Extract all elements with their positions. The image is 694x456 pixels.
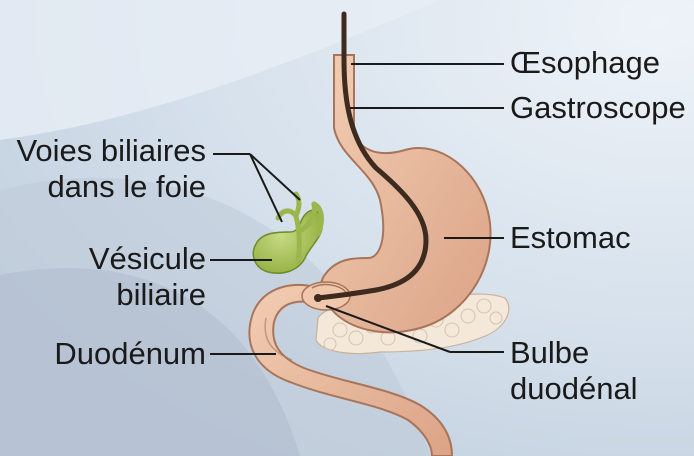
label-vesicule-line1: Vésicule (89, 242, 206, 276)
label-gastroscope: Gastroscope (510, 91, 686, 125)
label-vesicule-line2: biliaire (116, 278, 206, 312)
label-voies-biliaires-line2: dans le foie (47, 170, 206, 204)
label-bulbe-line2: duodénal (510, 372, 638, 406)
label-bulbe-line1: Bulbe (510, 336, 589, 370)
label-oesophage: Œsophage (510, 46, 660, 80)
label-duodenum: Duodénum (54, 337, 206, 371)
label-voies-biliaires-line1: Voies biliaires (16, 134, 206, 168)
label-estomac: Estomac (510, 221, 631, 255)
